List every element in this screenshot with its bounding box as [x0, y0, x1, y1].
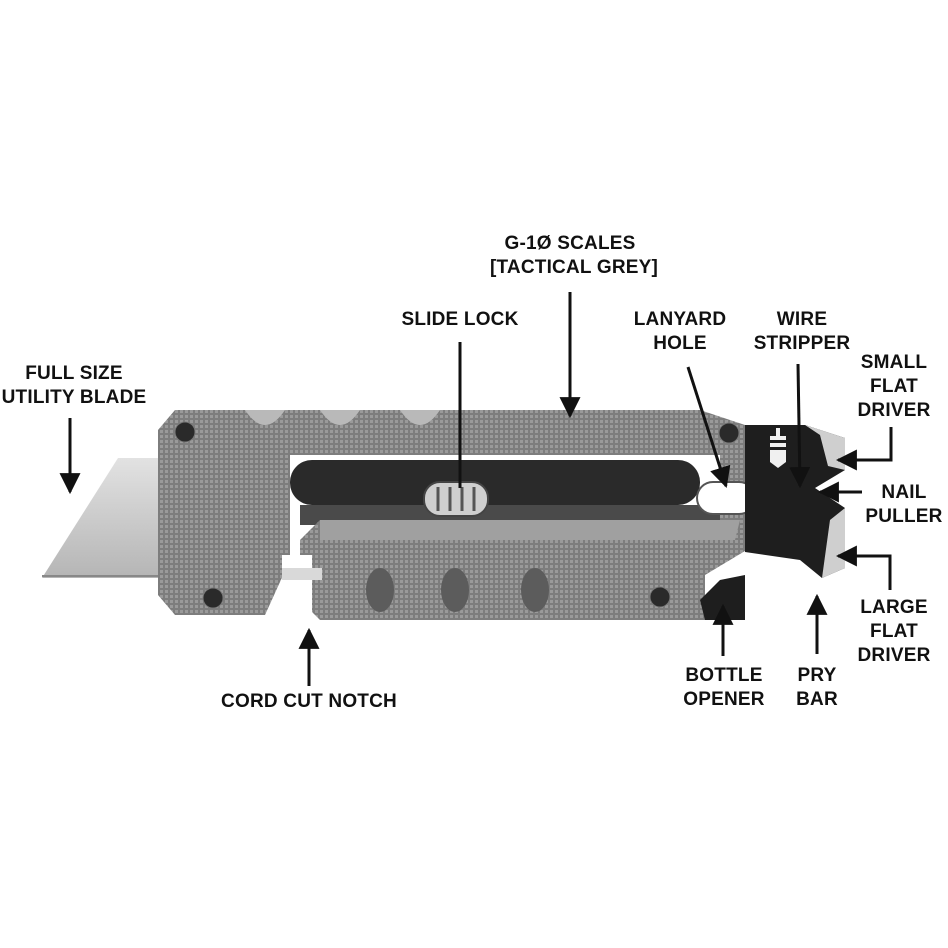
label-line: HOLE [653, 333, 707, 354]
screw-icons [174, 421, 740, 609]
label-cord-cut-notch: CORD CUT NOTCH [214, 690, 404, 714]
label-line: BAR [796, 689, 838, 710]
label-large-flat-driver: LARGE FLAT DRIVER [848, 596, 940, 668]
label-line: FLAT [870, 621, 918, 642]
label-line: LARGE [860, 597, 928, 618]
label-wire-stripper: WIRE STRIPPER [752, 308, 852, 356]
label-pry-bar: PRY BAR [782, 664, 852, 712]
slide-lock [423, 481, 489, 517]
label-line: DRIVER [857, 400, 931, 421]
label-line: FLAT [870, 376, 918, 397]
label-line: BOTTLE [685, 665, 763, 686]
label-line: UTILITY BLADE [1, 387, 147, 408]
label-line: [TACTICAL GREY] [490, 257, 659, 278]
label-line: WIRE [776, 309, 828, 330]
label-line: NAIL [881, 482, 927, 503]
label-line: FULL SIZE [25, 363, 123, 384]
utility-blade [42, 458, 175, 578]
lower-scale [300, 520, 750, 620]
label-line: G-1Ø SCALES [504, 233, 636, 254]
label-line: PULLER [865, 506, 943, 527]
label-line: CORD CUT NOTCH [221, 691, 397, 712]
brand-logo-icon [770, 428, 786, 468]
label-g10-scales: G-1Ø SCALES [TACTICAL GREY] [490, 232, 659, 280]
label-line: DRIVER [857, 645, 931, 666]
blade-slot [290, 460, 700, 505]
cord-cut-notch [282, 555, 312, 625]
label-lanyard-hole: LANYARD HOLE [630, 308, 730, 356]
label-nail-puller: NAIL PULLER [860, 481, 948, 529]
label-slide-lock: SLIDE LOCK [394, 308, 526, 332]
label-bottle-opener: BOTTLE OPENER [676, 664, 772, 712]
label-small-flat-driver: SMALL FLAT DRIVER [848, 351, 940, 423]
label-line: OPENER [683, 689, 765, 710]
label-line: SMALL [860, 352, 928, 373]
label-line: SLIDE LOCK [401, 309, 519, 330]
callout-arrows [59, 292, 893, 686]
label-full-size-utility-blade: FULL SIZE UTILITY BLADE [0, 362, 148, 410]
label-line: STRIPPER [753, 333, 851, 354]
label-line: LANYARD [633, 309, 727, 330]
label-line: PRY [797, 665, 837, 686]
